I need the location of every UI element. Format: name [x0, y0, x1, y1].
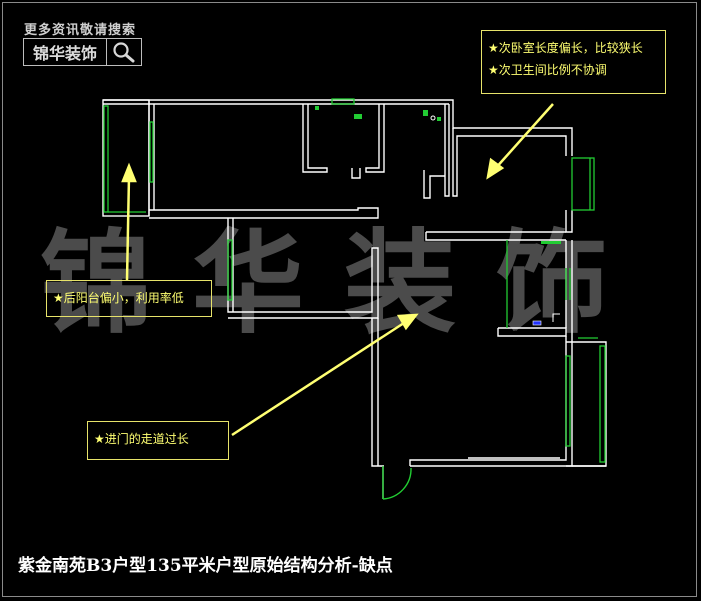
watermark-text: 锦华装饰: [40, 218, 648, 349]
wall-bath-door: [423, 170, 445, 199]
arrow-bedroom: [493, 103, 554, 171]
note-balcony: ★后阳台偏小，利用率低: [46, 280, 212, 317]
wall-utility-b: [351, 168, 361, 179]
wall-bedroom2: [452, 128, 567, 197]
logo-search-box[interactable]: 锦华装饰: [23, 38, 142, 66]
page-caption: 紫金南苑B3户型135平米户型原始结构分析-缺点: [18, 556, 393, 576]
window-bedroom2: [571, 157, 595, 211]
wall-utility-a: [365, 104, 385, 173]
note-corridor-line-1: ★进门的走道过长: [94, 432, 189, 446]
magnifier-icon[interactable]: [107, 39, 141, 65]
window-living: [149, 121, 154, 183]
wall-kitchen: [302, 104, 328, 173]
wall-living-bottom: [149, 207, 379, 219]
window-balcony: [103, 105, 109, 213]
note-corridor: ★进门的走道过长: [87, 421, 229, 460]
note-bedroom-line-1: ★次卧室长度偏长，比较狭长: [488, 41, 643, 55]
window-kitchen: [331, 98, 355, 105]
wall-middle-room: [227, 218, 379, 319]
arrow-corridor: [231, 319, 408, 437]
fixtures: [315, 106, 561, 326]
wall-bath2: [497, 327, 567, 337]
note-bedroom: ★次卧室长度偏长，比较狭长 ★次卫生间比例不协调: [481, 30, 666, 94]
wall-top: [103, 99, 573, 156]
entry-door-arc: [382, 467, 412, 500]
window-middle: [227, 239, 233, 301]
note-bedroom-line-2: ★次卫生间比例不协调: [488, 63, 607, 77]
balcony-outline: [102, 99, 150, 217]
window-right-bay: [599, 345, 606, 463]
logo-text: 锦华装饰: [24, 39, 107, 65]
wall-corridor-top: [425, 232, 566, 241]
wall-master: [371, 318, 384, 467]
note-balcony-line-1: ★后阳台偏小，利用率低: [53, 291, 184, 305]
wall-bath: [444, 104, 450, 197]
search-tagline: 更多资讯敬请搜索: [24, 23, 137, 38]
arrow-balcony: [125, 175, 131, 281]
